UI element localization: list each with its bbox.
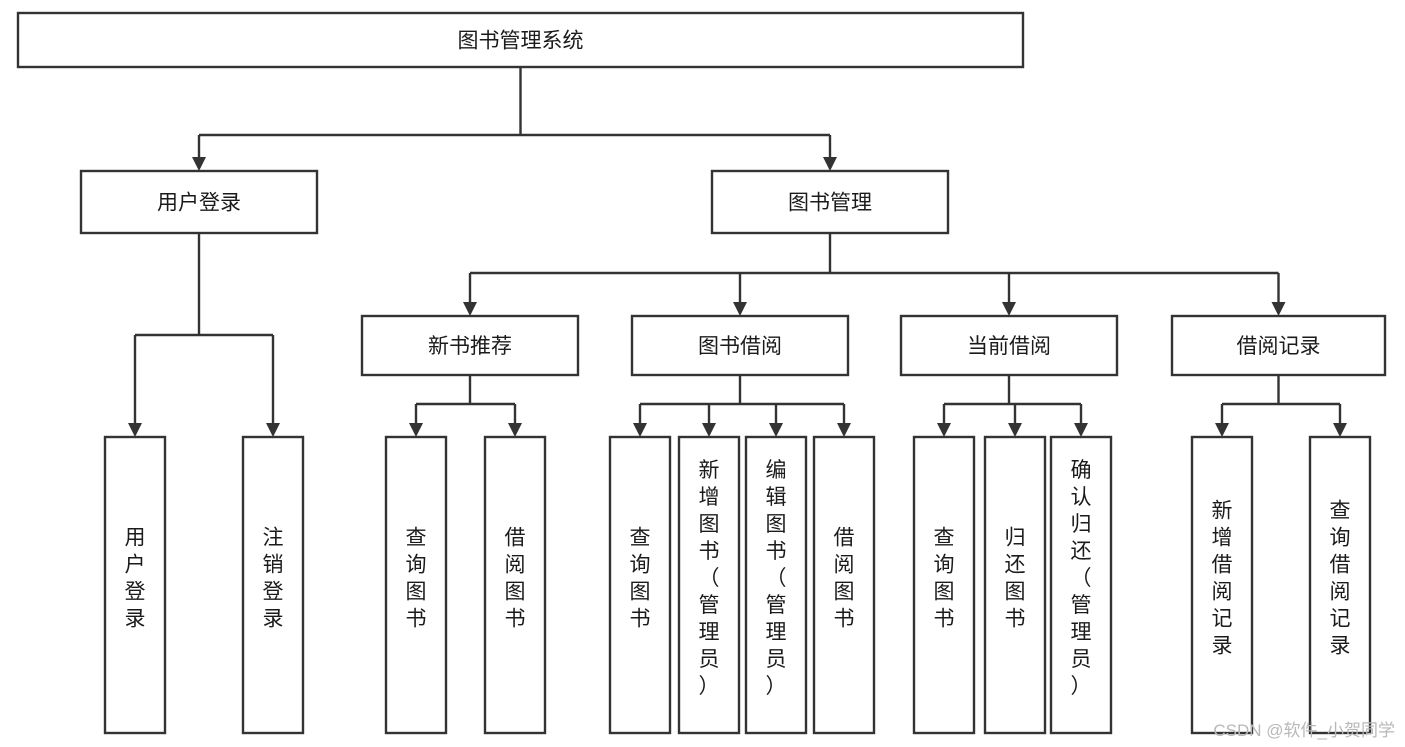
node-leaf-add-record[interactable]: 新增借阅记录 <box>1190 435 1254 735</box>
arrow-head-icon <box>266 423 280 437</box>
node-label: 借阅图书 <box>834 527 855 631</box>
node-box <box>677 435 741 735</box>
node-current-borrow[interactable]: 当前借阅 <box>899 314 1119 377</box>
node-box <box>812 435 876 735</box>
arrow-head-icon <box>937 423 951 437</box>
node-box <box>483 435 547 735</box>
arrow-head-icon <box>192 157 206 171</box>
node-label: 确认归还（管理员） <box>1071 459 1092 698</box>
node-box <box>1190 435 1254 735</box>
node-label: 图书管理 <box>788 192 872 215</box>
node-box <box>16 11 1025 69</box>
node-label: 归还图书 <box>1005 527 1026 631</box>
node-leaf-confirm-return[interactable]: 确认归还（管理员） <box>1049 435 1113 735</box>
node-box <box>899 314 1119 377</box>
arrow-head-icon <box>633 423 647 437</box>
node-box <box>630 314 850 377</box>
arrow-head-icon <box>508 423 522 437</box>
node-box <box>1049 435 1113 735</box>
node-layer: 图书管理系统用户登录图书管理新书推荐图书借阅当前借阅借阅记录用户登录注销登录查询… <box>16 11 1387 735</box>
arrow-head-icon <box>733 302 747 316</box>
node-book-borrow[interactable]: 图书借阅 <box>630 314 850 377</box>
node-box <box>360 314 580 377</box>
node-label: 借阅图书 <box>505 527 526 631</box>
arrow-head-icon <box>1333 423 1347 437</box>
node-box <box>608 435 672 735</box>
arrow-head-icon <box>823 157 837 171</box>
node-label: 用户登录 <box>125 527 146 631</box>
arrow-head-icon <box>128 423 142 437</box>
connector-layer <box>128 67 1347 437</box>
node-label: 查询图书 <box>934 527 955 631</box>
node-box <box>79 169 319 235</box>
arrow-head-icon <box>702 423 716 437</box>
node-leaf-query-book-rec[interactable]: 查询图书 <box>384 435 448 735</box>
node-new-book-rec[interactable]: 新书推荐 <box>360 314 580 377</box>
node-box <box>384 435 448 735</box>
arrow-head-icon <box>1271 302 1286 316</box>
node-box <box>983 435 1047 735</box>
node-label: 新书推荐 <box>428 335 512 358</box>
arrow-head-icon <box>1008 423 1022 437</box>
node-box <box>1170 314 1387 377</box>
node-label: 新增图书（管理员） <box>699 459 720 698</box>
node-leaf-logout[interactable]: 注销登录 <box>241 435 305 735</box>
arrow-head-icon <box>769 423 783 437</box>
arrow-head-icon <box>1002 302 1016 316</box>
node-label: 编辑图书（管理员） <box>766 459 787 698</box>
node-label: 图书管理系统 <box>458 30 584 53</box>
node-box <box>103 435 167 735</box>
node-user-login[interactable]: 用户登录 <box>79 169 319 235</box>
node-label: 查询图书 <box>406 527 427 631</box>
node-box <box>1308 435 1372 735</box>
node-box <box>710 169 950 235</box>
arrow-head-icon <box>837 423 851 437</box>
arrow-head-icon <box>463 302 477 316</box>
node-leaf-return-book[interactable]: 归还图书 <box>983 435 1047 735</box>
node-label: 用户登录 <box>157 192 241 215</box>
arrow-head-icon <box>409 423 423 437</box>
node-leaf-user-login[interactable]: 用户登录 <box>103 435 167 735</box>
node-label: 借阅记录 <box>1237 335 1321 358</box>
node-book-manage[interactable]: 图书管理 <box>710 169 950 235</box>
node-leaf-query-record[interactable]: 查询借阅记录 <box>1308 435 1372 735</box>
node-label: 图书借阅 <box>698 335 782 358</box>
node-leaf-borrow-book-rec[interactable]: 借阅图书 <box>483 435 547 735</box>
node-leaf-add-book[interactable]: 新增图书（管理员） <box>677 435 741 735</box>
node-leaf-query-book-current[interactable]: 查询图书 <box>912 435 976 735</box>
node-box <box>912 435 976 735</box>
node-root[interactable]: 图书管理系统 <box>16 11 1025 69</box>
arrow-head-icon <box>1215 423 1229 437</box>
node-label: 查询借阅记录 <box>1330 500 1351 658</box>
node-box <box>241 435 305 735</box>
node-borrow-record[interactable]: 借阅记录 <box>1170 314 1387 377</box>
node-leaf-borrow-book[interactable]: 借阅图书 <box>812 435 876 735</box>
node-label: 新增借阅记录 <box>1212 500 1233 658</box>
node-leaf-edit-book[interactable]: 编辑图书（管理员） <box>744 435 808 735</box>
node-label: 查询图书 <box>630 527 651 631</box>
node-label: 当前借阅 <box>967 335 1051 358</box>
node-box <box>744 435 808 735</box>
node-label: 注销登录 <box>263 527 284 631</box>
node-leaf-query-book-borrow[interactable]: 查询图书 <box>608 435 672 735</box>
arrow-head-icon <box>1074 423 1088 437</box>
